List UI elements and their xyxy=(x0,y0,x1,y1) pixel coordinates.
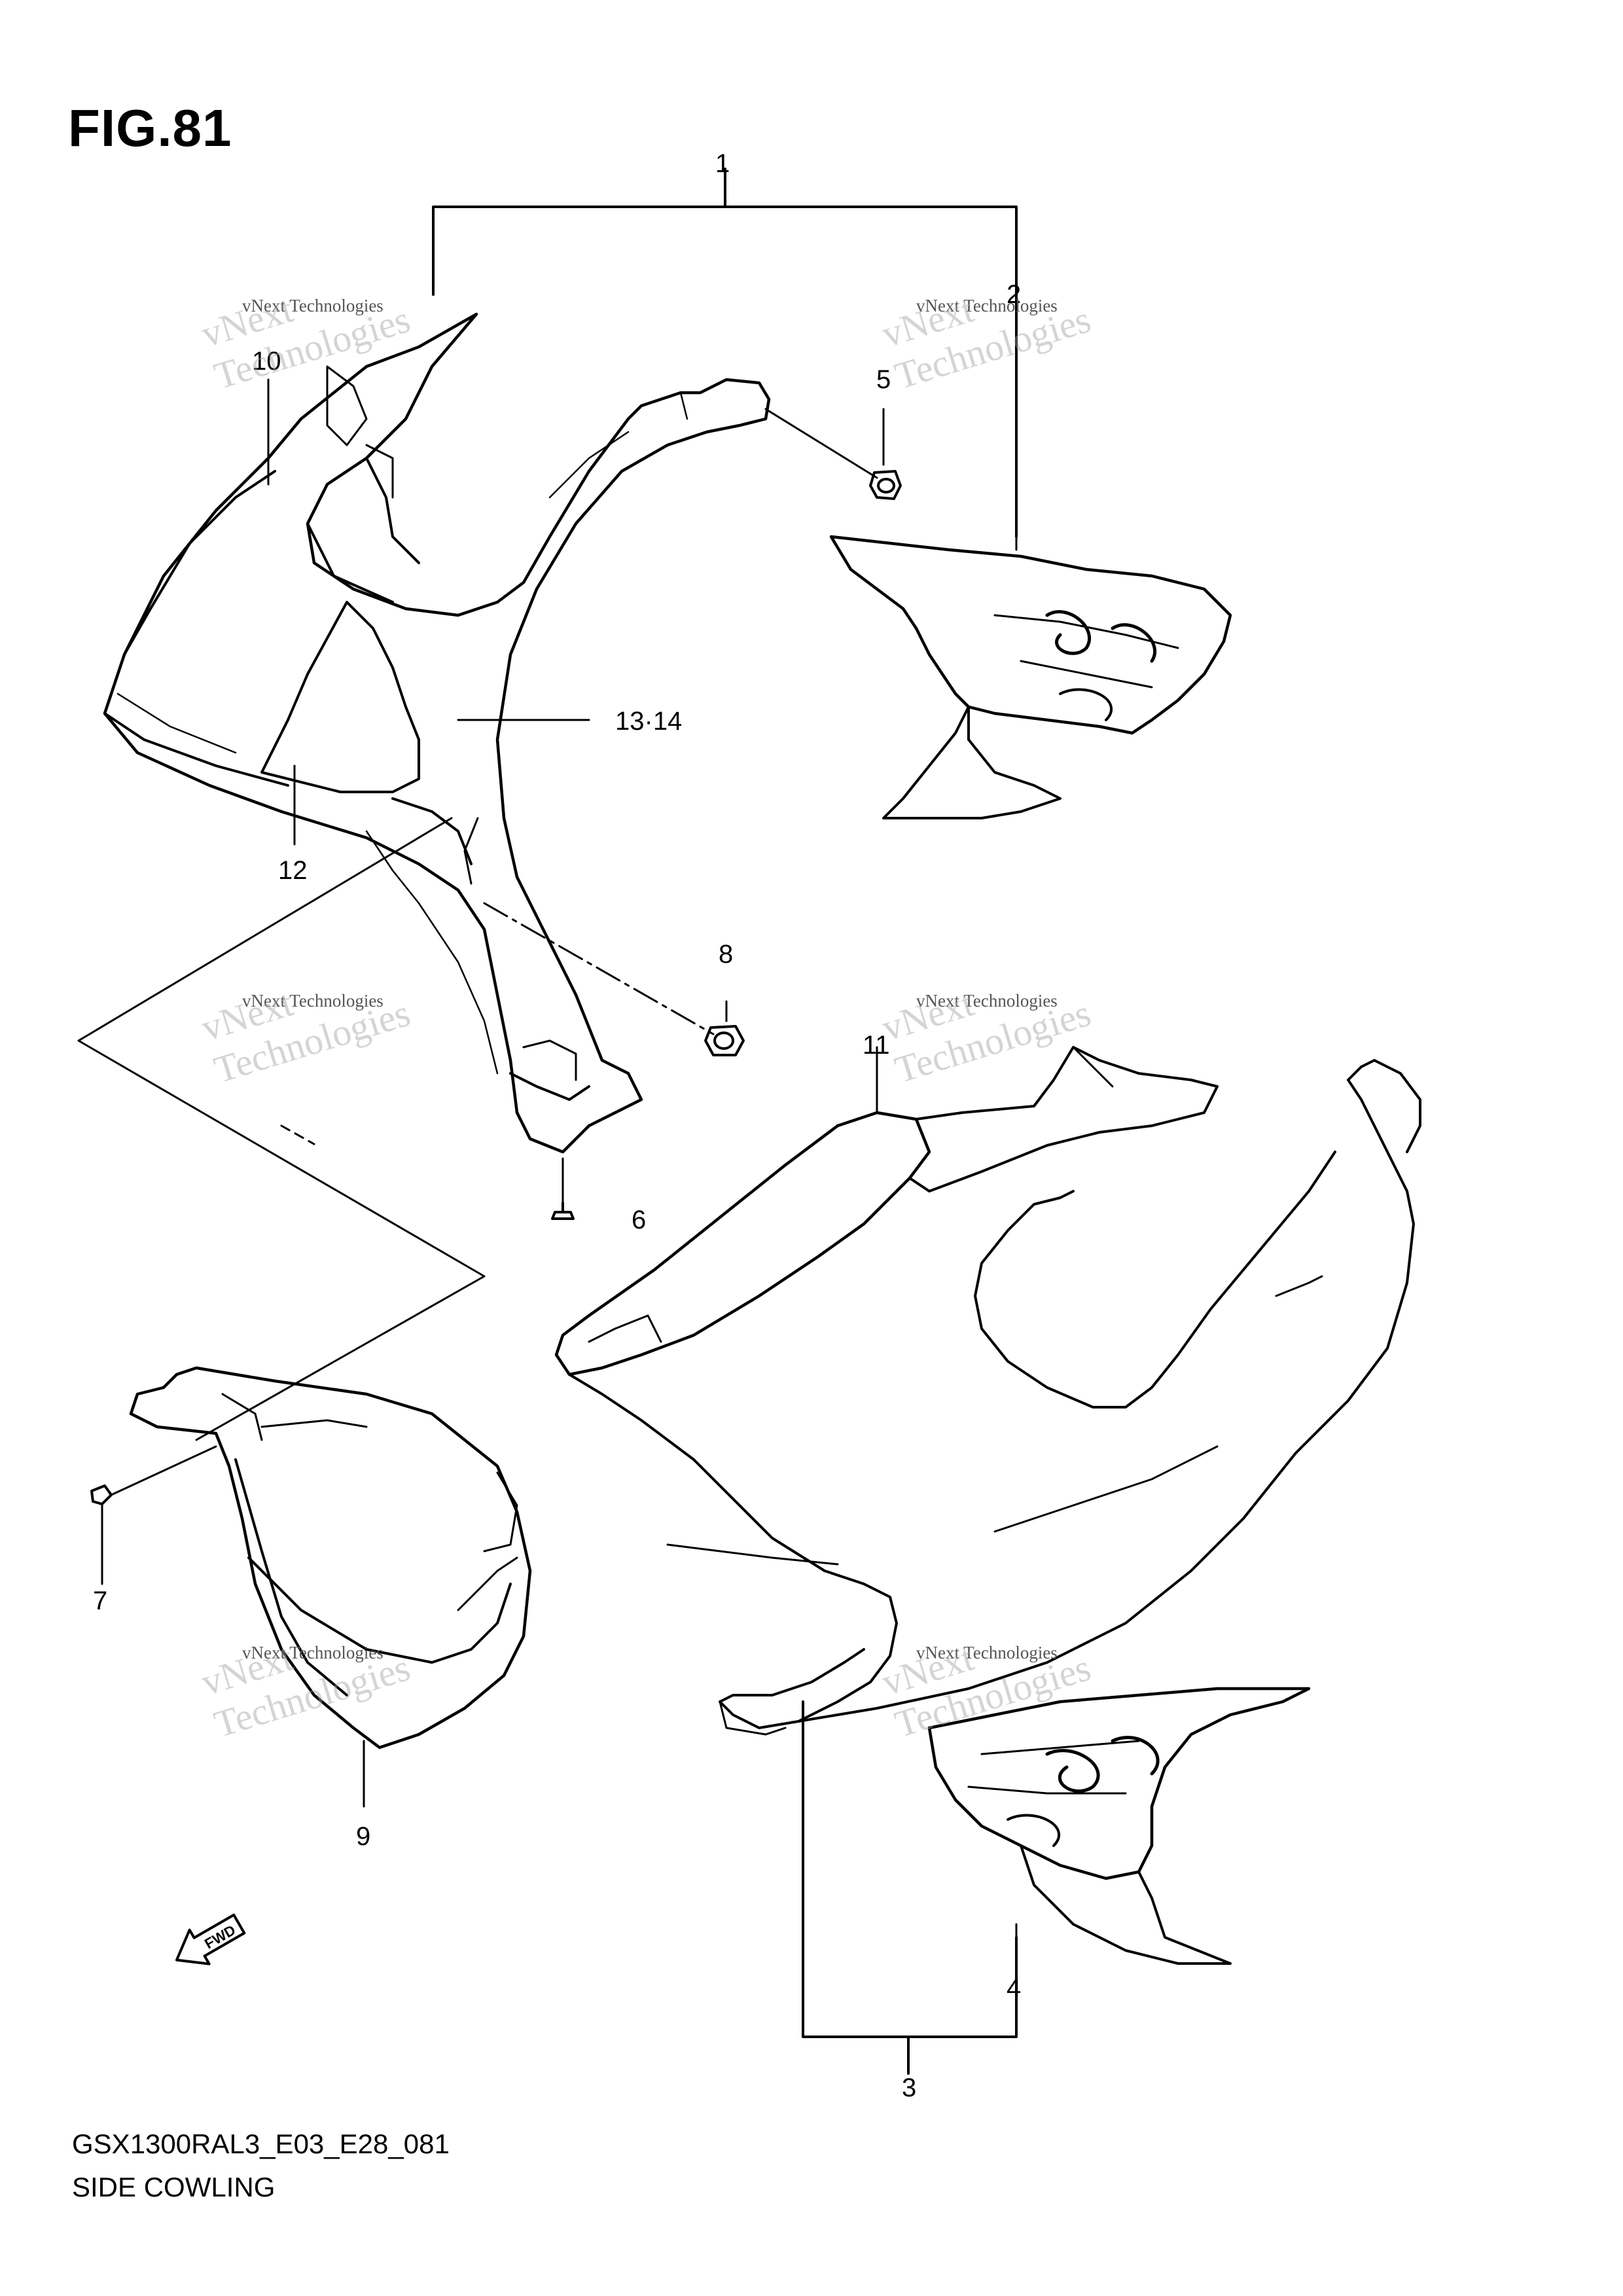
bracket-item-1 xyxy=(432,168,1018,538)
watermark-text: vNext Technologies xyxy=(916,991,1058,1011)
watermark-text: vNext Technologies xyxy=(242,991,383,1011)
callout-12: 12 xyxy=(278,856,308,885)
side-cowling-item-11 xyxy=(554,1046,1421,1736)
fwd-arrow-icon: FWD xyxy=(175,1913,246,1965)
callout-9: 9 xyxy=(356,1822,371,1851)
callout-1: 1 xyxy=(715,149,730,178)
leader-lines-upper xyxy=(267,378,885,1206)
callout-11: 11 xyxy=(863,1031,890,1060)
model-code: GSX1300RAL3_E03_E28_081 xyxy=(72,2128,450,2159)
watermark-text: vNext Technologies xyxy=(242,1643,383,1662)
figure-title: FIG.81 xyxy=(68,99,232,157)
bracket-item-3 xyxy=(802,1700,1018,2075)
callout-2: 2 xyxy=(1007,280,1022,309)
section-name: SIDE COWLING xyxy=(72,2172,276,2202)
callout-3: 3 xyxy=(902,2073,917,2102)
grommet-item-5 xyxy=(869,470,902,500)
callout-13-14: 13·14 xyxy=(615,707,683,736)
inner-panel-lower-item-9 xyxy=(129,1366,532,1749)
decal-item-4 xyxy=(927,1687,1311,1965)
assembly-reference-lines xyxy=(77,817,486,1441)
callout-8: 8 xyxy=(719,940,734,969)
decal-item-2 xyxy=(829,535,1232,819)
grommet-item-8 xyxy=(704,1025,745,1056)
screw-item-6 xyxy=(551,1202,575,1220)
callout-5: 5 xyxy=(876,365,891,394)
screw-item-7 xyxy=(90,1445,217,1585)
watermark-text: vNext Technologies xyxy=(916,1643,1058,1662)
watermark-text: vNext Technologies xyxy=(916,296,1058,315)
callout-4: 4 xyxy=(1007,1974,1022,2003)
callout-6: 6 xyxy=(632,1206,647,1234)
callout-10: 10 xyxy=(252,347,281,376)
inner-cowling-upper xyxy=(103,312,771,1154)
watermark-text: vNext Technologies xyxy=(242,296,383,315)
callout-7: 7 xyxy=(93,1587,108,1615)
